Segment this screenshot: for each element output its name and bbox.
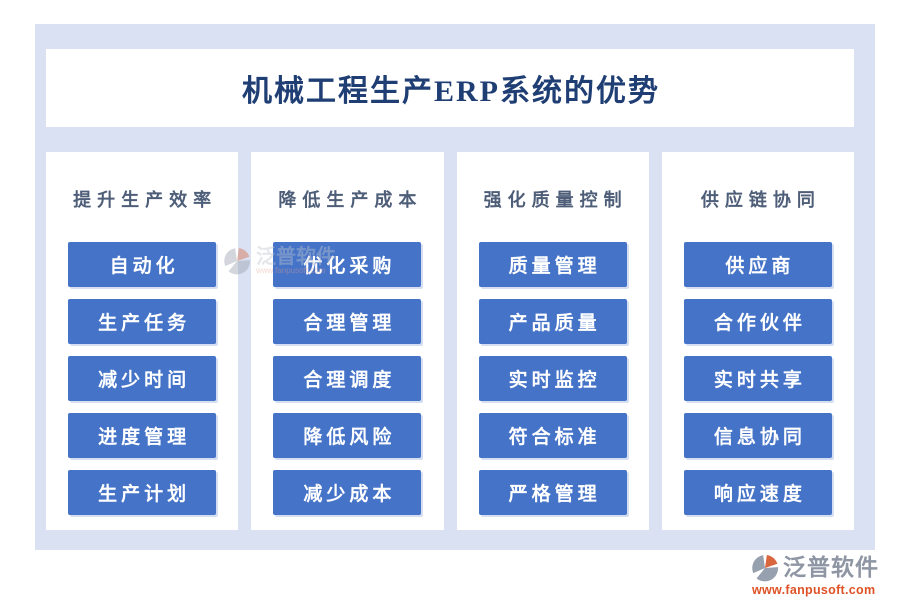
column-header: 降低生产成本 bbox=[278, 190, 423, 210]
advantage-button[interactable]: 质量管理 bbox=[478, 242, 627, 287]
advantage-button[interactable]: 符合标准 bbox=[478, 413, 627, 458]
column-header: 供应链协同 bbox=[700, 190, 821, 210]
advantage-button[interactable]: 实时监控 bbox=[478, 356, 627, 401]
advantage-button[interactable]: 实时共享 bbox=[683, 356, 832, 401]
column-quality-control: 强化质量控制 质量管理 产品质量 实时监控 符合标准 严格管理 bbox=[456, 152, 649, 530]
advantage-button[interactable]: 合作伙伴 bbox=[683, 299, 832, 344]
title-panel: 机械工程生产ERP系统的优势 bbox=[46, 49, 854, 127]
advantage-button[interactable]: 严格管理 bbox=[478, 470, 627, 515]
brand-website-url: www.fanpusoft.com bbox=[752, 583, 876, 597]
advantage-button[interactable]: 供应商 bbox=[683, 242, 832, 287]
column-header: 提升生产效率 bbox=[73, 190, 218, 210]
advantage-button[interactable]: 进度管理 bbox=[68, 413, 217, 458]
advantage-button[interactable]: 减少时间 bbox=[68, 356, 217, 401]
advantage-columns: 提升生产效率 自动化 生产任务 减少时间 进度管理 生产计划 降低生产成本 优化… bbox=[46, 152, 854, 530]
advantage-button[interactable]: 减少成本 bbox=[273, 470, 422, 515]
advantage-button[interactable]: 降低风险 bbox=[273, 413, 422, 458]
fanpu-logo-icon bbox=[752, 554, 779, 582]
column-improve-efficiency: 提升生产效率 自动化 生产任务 减少时间 进度管理 生产计划 bbox=[46, 152, 239, 530]
advantage-button[interactable]: 生产计划 bbox=[68, 470, 217, 515]
brand-logo-text: 泛普软件 bbox=[783, 554, 879, 581]
advantage-button[interactable]: 合理调度 bbox=[273, 356, 422, 401]
column-supply-chain: 供应链协同 供应商 合作伙伴 实时共享 信息协同 响应速度 bbox=[661, 152, 854, 530]
advantage-button[interactable]: 产品质量 bbox=[478, 299, 627, 344]
advantage-button[interactable]: 信息协同 bbox=[683, 413, 832, 458]
column-header: 强化质量控制 bbox=[483, 190, 628, 210]
advantage-button[interactable]: 生产任务 bbox=[68, 299, 217, 344]
advantage-button[interactable]: 优化采购 bbox=[273, 242, 422, 287]
column-reduce-cost: 降低生产成本 优化采购 合理管理 合理调度 降低风险 减少成本 bbox=[251, 152, 444, 530]
advantage-button[interactable]: 自动化 bbox=[68, 242, 217, 287]
advantage-button[interactable]: 响应速度 bbox=[683, 470, 832, 515]
page-title: 机械工程生产ERP系统的优势 bbox=[242, 75, 660, 108]
fanpu-branding: 泛普软件 www.fanpusoft.com bbox=[750, 553, 886, 597]
advantage-button[interactable]: 合理管理 bbox=[273, 299, 422, 344]
